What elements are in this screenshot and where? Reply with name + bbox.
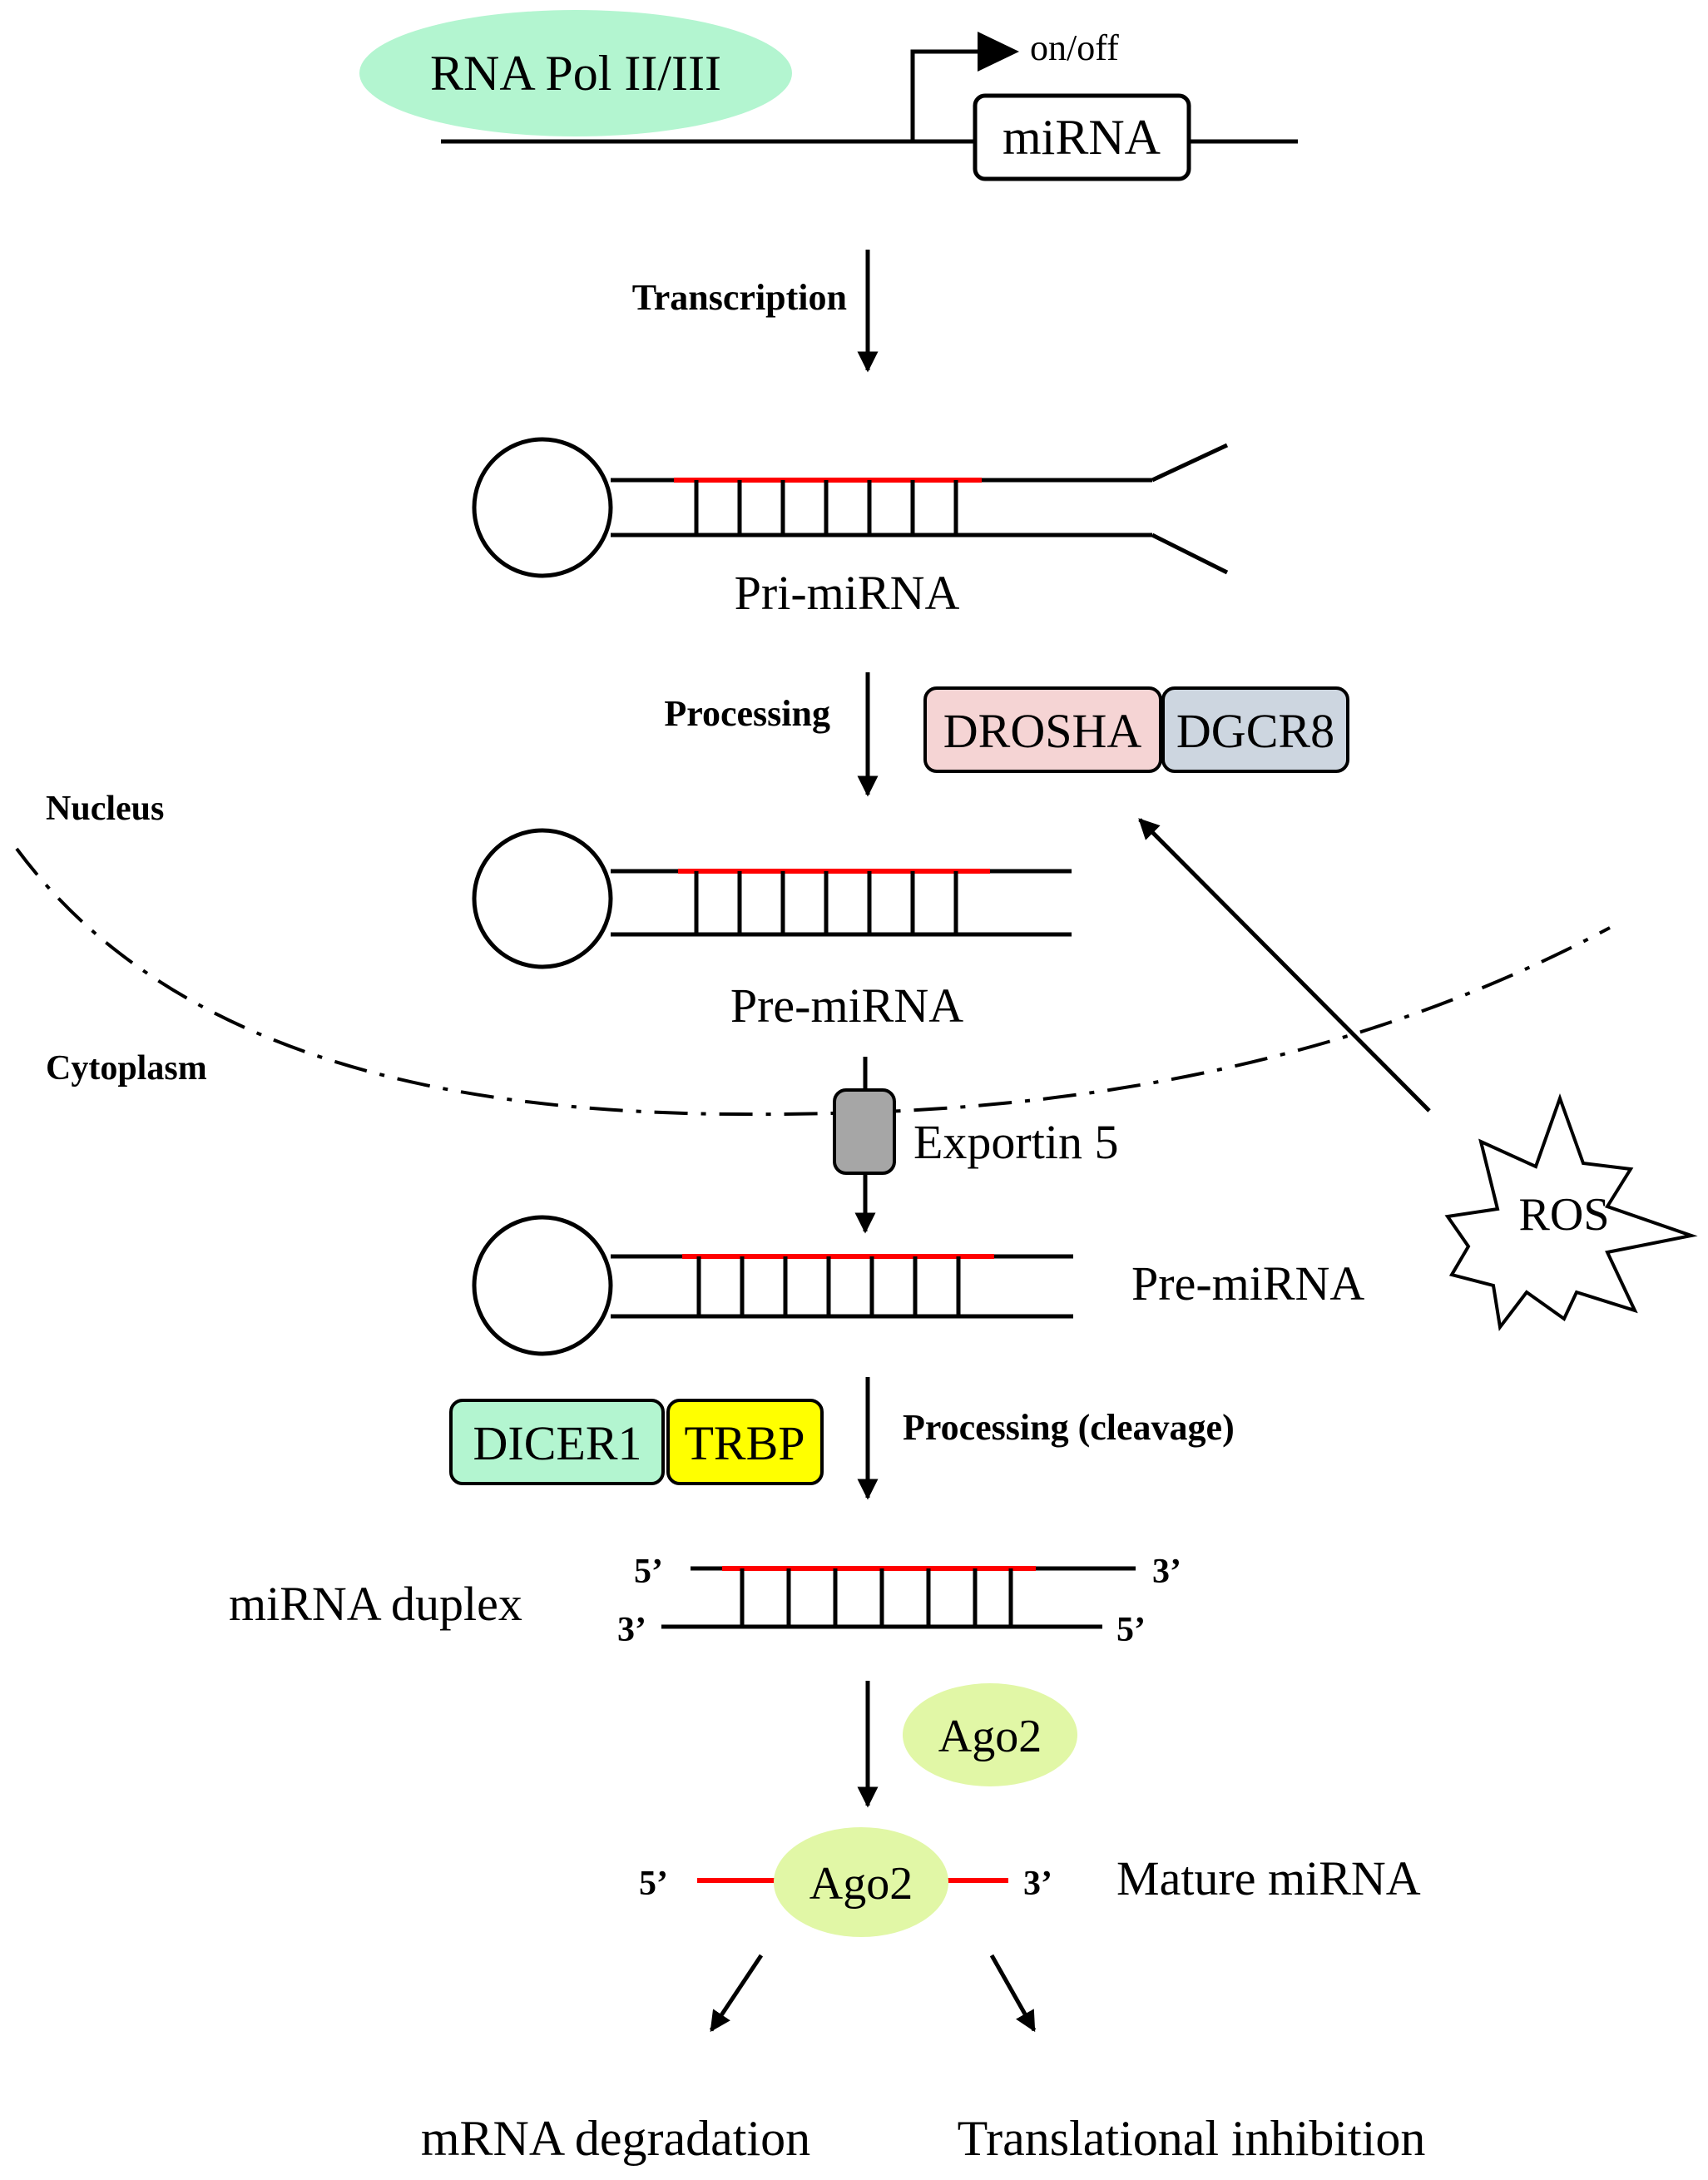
mirna-gene-label: miRNA	[1003, 110, 1161, 165]
trbp-label: TRBP	[684, 1416, 804, 1470]
ros-to-drosha-arrow	[1138, 818, 1431, 1112]
mirna-duplex	[661, 1566, 1136, 1629]
transcription-label: Transcription	[632, 277, 847, 318]
pre-mirna-cytoplasm-label: Pre-miRNA	[1131, 1256, 1364, 1310]
pri-mirna-label: Pri-miRNA	[735, 566, 960, 620]
duplex-top-3-label: 3’	[1152, 1553, 1181, 1591]
inhibition-label: Translational inhibition	[958, 2111, 1426, 2166]
dgcr8-label: DGCR8	[1176, 704, 1334, 758]
mature-5-label: 5’	[639, 1865, 668, 1903]
duplex-bottom-3-label: 3’	[617, 1611, 646, 1649]
pre-mirna-cytoplasm-hairpin	[472, 1215, 1073, 1356]
gene-locus: RNA Pol II/III on/off miRNA	[359, 10, 1298, 181]
mature-mirna-label: Mature miRNA	[1116, 1851, 1421, 1905]
exportin-label: Exportin 5	[913, 1115, 1118, 1169]
nucleus-label: Nucleus	[46, 790, 164, 828]
exportin-box	[833, 1088, 896, 1175]
trbp-box	[666, 1399, 824, 1485]
mirna-gene-box	[973, 93, 1191, 181]
mature-3-label: 3’	[1023, 1865, 1052, 1903]
ago2-bound-label: Ago2	[809, 1858, 913, 1910]
cytoplasm-label: Cytoplasm	[46, 1049, 207, 1088]
on-off-label: on/off	[1030, 27, 1119, 68]
tss-arrowhead-icon	[978, 32, 1019, 72]
drosha-box	[923, 686, 1162, 773]
dgcr8-box	[1161, 686, 1349, 773]
dicer-label: DICER1	[473, 1416, 642, 1470]
dicer-box	[449, 1399, 665, 1485]
cleavage-label: Processing (cleavage)	[903, 1407, 1235, 1448]
degradation-arrow	[709, 1954, 764, 2033]
ros-burst-icon	[1444, 1093, 1698, 1331]
pre-mirna-nucleus-label: Pre-miRNA	[730, 979, 963, 1033]
nuclear-membrane	[15, 847, 1611, 1117]
pre-mirna-nucleus-hairpin	[472, 828, 1072, 969]
tss-arrow	[910, 49, 1007, 141]
duplex-bottom-5-label: 5’	[1116, 1611, 1146, 1649]
inhibition-arrow	[989, 1954, 1037, 2033]
drosha-label: DROSHA	[943, 704, 1142, 758]
polymerase-label: RNA Pol II/III	[430, 46, 721, 101]
pri-mirna-hairpin	[472, 437, 1229, 578]
degradation-label: mRNA degradation	[421, 2111, 810, 2166]
ago2-free-ellipse	[903, 1683, 1077, 1786]
ago2-free-label: Ago2	[938, 1711, 1042, 1762]
ros-label: ROS	[1519, 1189, 1610, 1241]
duplex-label: miRNA duplex	[229, 1577, 522, 1631]
ago2-bound-ellipse	[774, 1827, 948, 1937]
polymerase-ellipse	[359, 10, 792, 136]
duplex-top-5-label: 5’	[634, 1553, 663, 1591]
processing-label: Processing	[664, 693, 830, 734]
